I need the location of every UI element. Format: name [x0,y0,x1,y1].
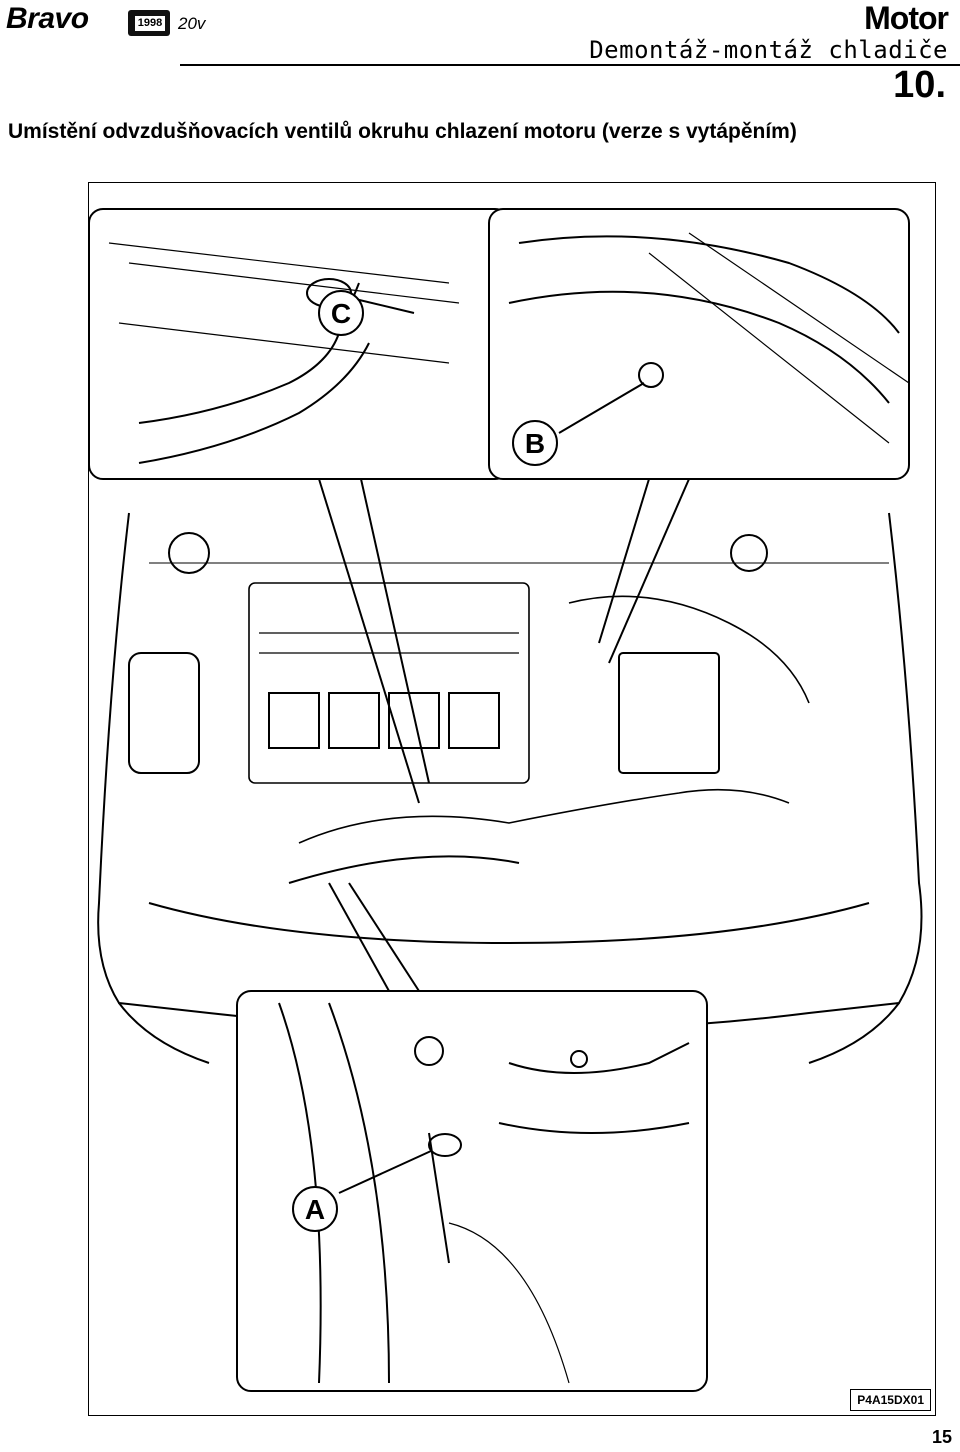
callout-c: C [331,298,351,329]
chapter-number: 10. [893,64,946,106]
figure-code: P4A15DX01 [850,1389,931,1411]
callout-b: B [525,428,545,459]
figure-caption: Umístění odvzdušňovacích ventilů okruhu … [8,120,797,143]
section-title: Motor [864,0,949,36]
model-year: 1998 [134,15,166,32]
engine-bay-illustration: C B A P4A15DX01 [88,182,936,1416]
section-subtitle: Demontáž-montáž chladiče [589,36,948,64]
page-number: 15 [931,1427,952,1447]
model-year-badge: 1998 [128,10,170,36]
brand-title: Bravo [6,2,89,35]
engine-version: 20v [178,14,206,33]
engine-bay-drawing: C B A [89,208,923,1392]
callout-a: A [305,1194,325,1225]
header-divider [180,64,960,66]
